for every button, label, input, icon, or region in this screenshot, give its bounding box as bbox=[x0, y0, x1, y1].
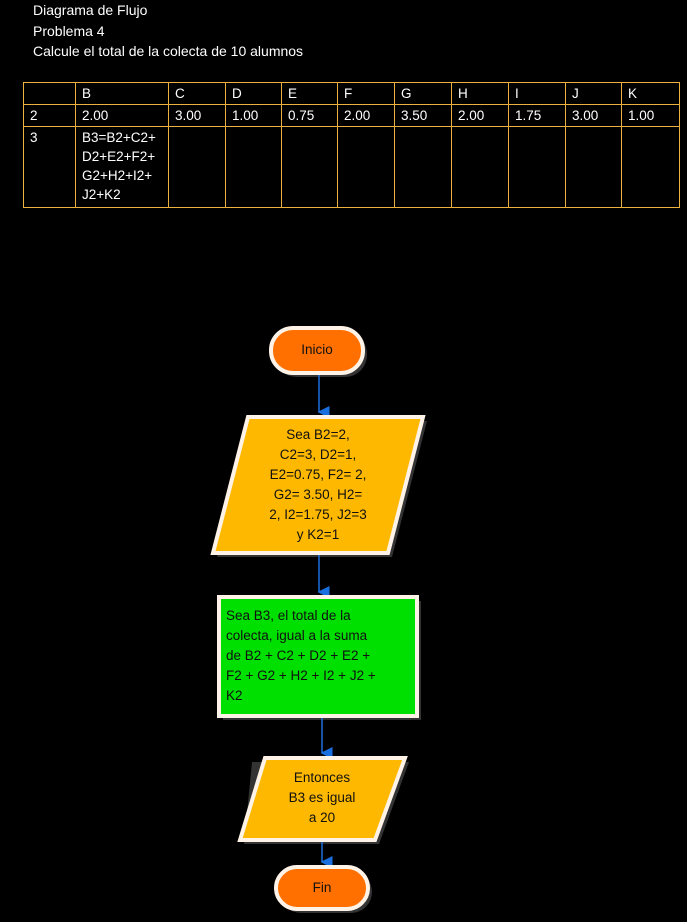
process-box bbox=[217, 595, 419, 718]
start-label: Inicio bbox=[301, 342, 333, 357]
input-text: Sea B2=2,C2=3, D2=1,E2=0.75, F2= 2,G2= 3… bbox=[269, 427, 367, 542]
cell bbox=[508, 126, 566, 208]
end-label: Fin bbox=[312, 880, 332, 895]
cell: 2.00 bbox=[451, 104, 509, 127]
problem-statement: Calcule el total de la colecta de 10 alu… bbox=[33, 43, 304, 59]
diagram-title: Diagrama de Flujo bbox=[33, 2, 148, 18]
cell bbox=[621, 126, 680, 208]
formula-line: J2+K2 bbox=[82, 187, 121, 202]
problem-number: Problema 4 bbox=[33, 23, 105, 39]
row-3: 3 B3=B2+C2+ D2+E2+F2+ G2+H2+I2+ J2+K2 bbox=[23, 126, 680, 208]
end-terminal bbox=[274, 865, 370, 911]
formula-line: B3=B2+C2+ bbox=[82, 130, 156, 145]
output-parallelogram bbox=[237, 756, 408, 842]
input-parallelogram bbox=[210, 415, 426, 555]
formula-cell: B3=B2+C2+ D2+E2+F2+ G2+H2+I2+ J2+K2 bbox=[75, 126, 169, 208]
cell bbox=[337, 126, 395, 208]
cell: 3.00 bbox=[168, 104, 226, 127]
cell bbox=[281, 126, 338, 208]
formula-line: G2+H2+I2+ bbox=[82, 168, 153, 183]
formula-line: D2+E2+F2+ bbox=[82, 149, 156, 164]
cell: 2.00 bbox=[75, 104, 169, 127]
cell bbox=[394, 126, 452, 208]
cell bbox=[168, 126, 226, 208]
cell: 1.00 bbox=[225, 104, 282, 127]
start-terminal bbox=[269, 326, 365, 375]
